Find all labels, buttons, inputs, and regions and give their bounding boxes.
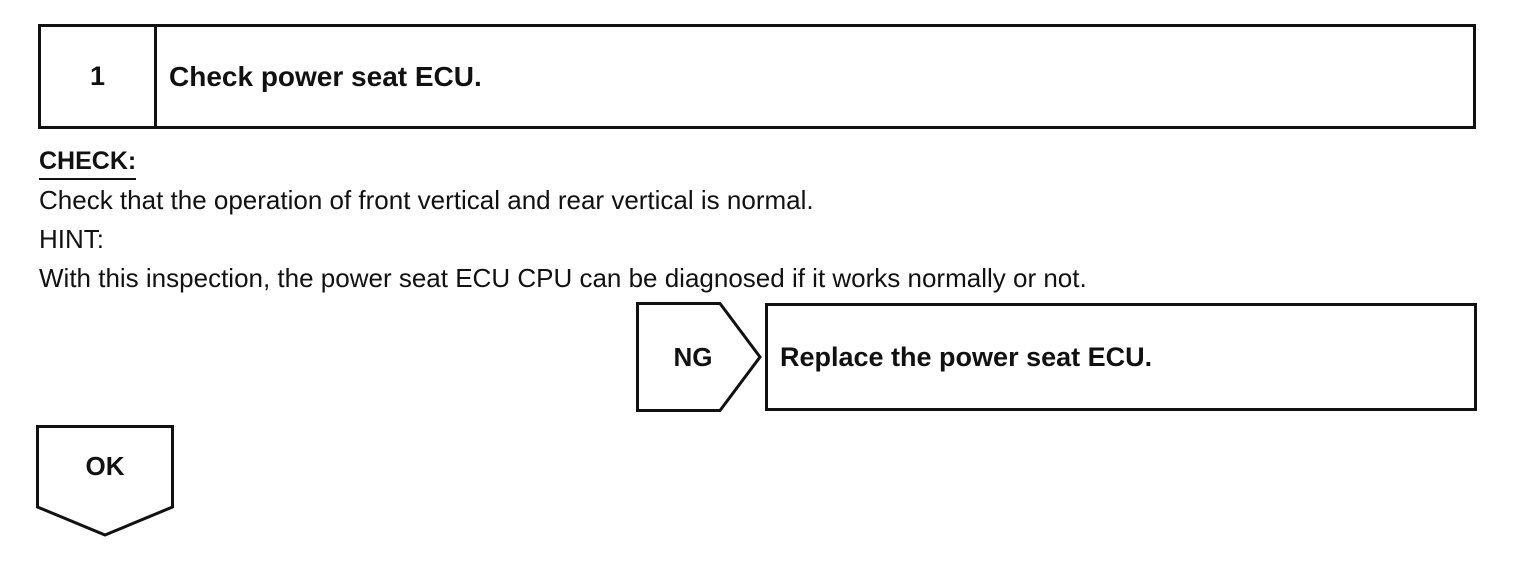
step-header-box: 1 Check power seat ECU. <box>38 24 1476 129</box>
ok-label: OK <box>85 451 125 481</box>
step-number: 1 <box>41 27 157 126</box>
ng-arrow-icon <box>636 302 762 412</box>
ng-action-box: Replace the power seat ECU. <box>765 303 1477 411</box>
hint-text: With this inspection, the power seat ECU… <box>39 263 1087 293</box>
check-text: Check that the operation of front vertic… <box>39 185 814 215</box>
ok-arrow-down-icon <box>36 425 174 537</box>
hint-label: HINT: <box>39 224 104 254</box>
step-title: Check power seat ECU. <box>169 60 482 92</box>
check-heading: CHECK: <box>39 146 137 180</box>
ng-label: NG <box>673 341 713 372</box>
